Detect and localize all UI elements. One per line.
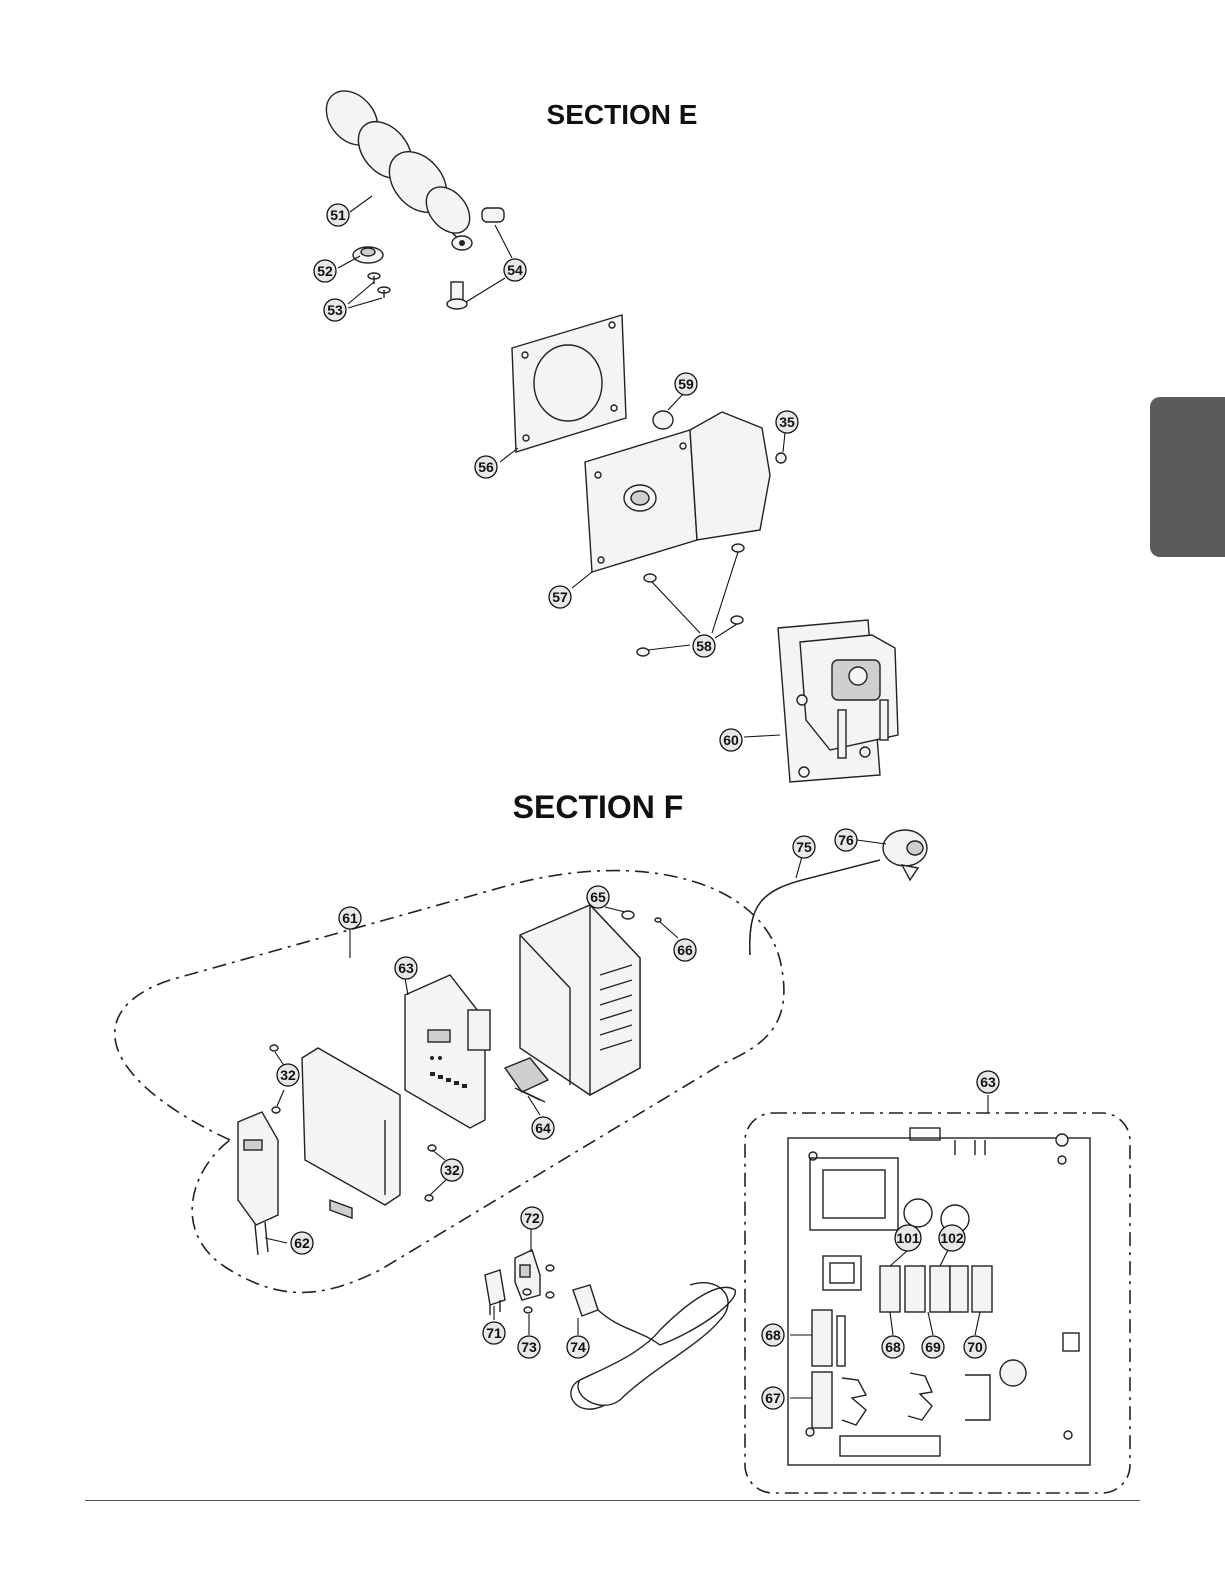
callout-label: 57 — [552, 589, 568, 605]
callout-label: 67 — [765, 1390, 781, 1406]
bearing-retainer — [353, 247, 383, 263]
hole-plug — [653, 411, 673, 429]
callout-c53: 53 — [324, 299, 346, 321]
power-cord — [571, 1283, 736, 1409]
callout-label: 102 — [940, 1230, 964, 1246]
footer-rule — [85, 1500, 1140, 1501]
nut-35 — [776, 453, 786, 463]
callout-c68a: 68 — [762, 1324, 784, 1346]
section-e-title: SECTION E — [547, 99, 698, 130]
callout-c70: 70 — [964, 1336, 986, 1358]
screw-32d — [425, 1195, 433, 1201]
control-enclosure — [520, 905, 640, 1095]
callout-label: 52 — [317, 263, 333, 279]
callout-c72: 72 — [521, 1207, 543, 1229]
gear-motor — [778, 620, 898, 782]
screws-53 — [368, 273, 390, 298]
callout-label: 32 — [280, 1067, 296, 1083]
callout-c68b: 68 — [882, 1336, 904, 1358]
callout-c59: 59 — [675, 373, 697, 395]
callout-c61: 61 — [339, 907, 361, 929]
pressure-tube — [750, 860, 880, 955]
callout-label: 64 — [535, 1120, 551, 1136]
callout-c71: 71 — [483, 1322, 505, 1344]
harness-connector — [505, 1058, 548, 1102]
section-f-title: SECTION F — [513, 789, 684, 825]
callout-label: 32 — [444, 1162, 460, 1178]
screw-66 — [655, 918, 661, 922]
filter-71 — [485, 1270, 505, 1315]
callout-c58: 58 — [693, 635, 715, 657]
pressure-switch — [883, 830, 927, 880]
callout-c62: 62 — [291, 1232, 313, 1254]
callout-label: 56 — [478, 459, 494, 475]
callout-c101: 101 — [895, 1225, 921, 1251]
callout-label: 68 — [765, 1327, 781, 1343]
callout-label: 76 — [838, 832, 854, 848]
callout-c32a: 32 — [277, 1064, 299, 1086]
callout-label: 51 — [330, 207, 346, 223]
callout-c57: 57 — [549, 586, 571, 608]
callout-c60: 60 — [720, 729, 742, 751]
callout-label: 70 — [967, 1339, 983, 1355]
callout-c56: 56 — [475, 456, 497, 478]
callout-c76: 76 — [835, 829, 857, 851]
callout-c63b: 63 — [977, 1071, 999, 1093]
callout-c64: 64 — [532, 1117, 554, 1139]
callout-label: 61 — [342, 910, 358, 926]
callout-label: 58 — [696, 638, 712, 654]
callout-c52: 52 — [314, 260, 336, 282]
callout-c74: 74 — [567, 1336, 589, 1358]
screws-58 — [637, 544, 744, 656]
callout-label: 54 — [507, 262, 523, 278]
callout-c35: 35 — [776, 411, 798, 433]
callout-c67: 67 — [762, 1387, 784, 1409]
callout-label: 62 — [294, 1235, 310, 1251]
callout-label: 63 — [398, 960, 414, 976]
callout-label: 53 — [327, 302, 343, 318]
membrane-keypad — [238, 1112, 278, 1255]
screw-32a — [270, 1045, 278, 1051]
callout-label: 35 — [779, 414, 795, 430]
callout-c54: 54 — [504, 259, 526, 281]
callout-label: 66 — [677, 942, 693, 958]
board-detail-view — [745, 1113, 1130, 1493]
callout-c65: 65 — [587, 886, 609, 908]
callout-c69: 69 — [922, 1336, 944, 1358]
callout-c63a: 63 — [395, 957, 417, 979]
callout-c102: 102 — [939, 1225, 965, 1251]
control-mounting-plate — [302, 1048, 400, 1218]
callout-c51: 51 — [327, 204, 349, 226]
callout-label: 59 — [678, 376, 694, 392]
callout-label: 75 — [796, 839, 812, 855]
callout-label: 65 — [590, 889, 606, 905]
callout-label: 63 — [980, 1074, 996, 1090]
screw-32b — [272, 1107, 280, 1113]
callout-label: 71 — [486, 1325, 502, 1341]
callout-label: 69 — [925, 1339, 941, 1355]
callout-c66: 66 — [674, 939, 696, 961]
callout-label: 74 — [570, 1339, 586, 1355]
callout-c75: 75 — [793, 836, 815, 858]
callout-c32b: 32 — [441, 1159, 463, 1181]
callout-label: 73 — [521, 1339, 537, 1355]
control-board — [405, 975, 490, 1128]
section-tab — [1150, 397, 1225, 557]
gasket-plate — [512, 315, 626, 452]
callout-c73: 73 — [518, 1336, 540, 1358]
callout-label: 60 — [723, 732, 739, 748]
callout-label: 68 — [885, 1339, 901, 1355]
callout-label: 72 — [524, 1210, 540, 1226]
callout-label: 101 — [896, 1230, 920, 1246]
